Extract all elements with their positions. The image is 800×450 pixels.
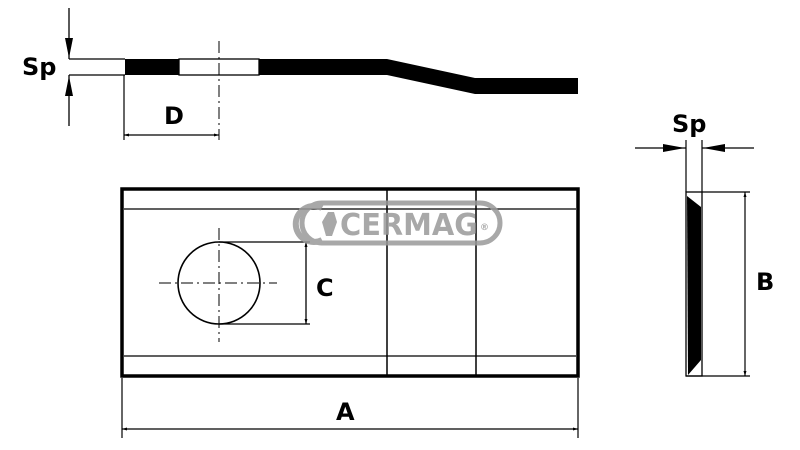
registered-mark: ® <box>480 223 489 233</box>
side-view: Sp B <box>635 110 774 377</box>
watermark-text: CERMAG <box>340 208 478 243</box>
wrench-logo-icon <box>292 203 337 245</box>
profile-view: Sp D <box>22 8 578 140</box>
side-width-label: B <box>756 268 774 296</box>
plan-view: C A <box>120 187 580 438</box>
profile-hole-offset-label: D <box>164 102 184 130</box>
profile-thickness-label: Sp <box>22 53 56 81</box>
cermag-watermark: CERMAG ® <box>292 200 503 246</box>
side-thickness-label: Sp <box>672 110 706 138</box>
plan-hole-diameter-label: C <box>316 274 334 302</box>
plan-length-label: A <box>336 398 355 426</box>
